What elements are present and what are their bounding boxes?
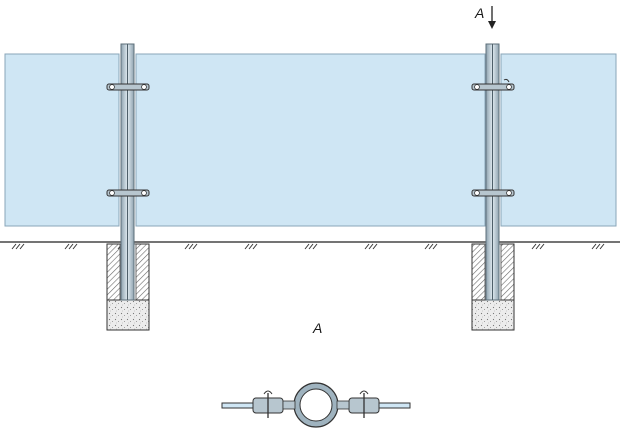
glass-panel-right (500, 53, 617, 227)
ground-hatch-tick (312, 243, 318, 250)
ground-hatch-tick (248, 243, 254, 250)
clamp-left-top (106, 83, 150, 91)
ground-hatch-tick (424, 243, 430, 250)
glass-panel-middle (135, 53, 486, 227)
ground-hatch-marks (11, 243, 605, 250)
ground-hatch-tick (595, 243, 601, 250)
clamp-right-bottom (471, 189, 515, 197)
ground-hatch-tick (15, 243, 21, 250)
ground-hatch-tick (535, 243, 541, 250)
section-detail (221, 382, 411, 428)
ground-hatch-tick (368, 243, 374, 250)
glass-panel-left (4, 53, 120, 227)
ground-hatch-tick (19, 243, 25, 250)
ground-hatch-tick (539, 243, 545, 250)
section-label: A (312, 320, 322, 336)
ground-hatch-tick (244, 243, 250, 250)
ground-hatch-tick (372, 243, 378, 250)
ground-hatch-tick (364, 243, 370, 250)
section-arrow (488, 6, 496, 29)
clamp-left-bottom (106, 189, 150, 197)
ground-hatch-tick (304, 243, 310, 250)
ground-hatch-tick (252, 243, 258, 250)
arrow-label: A (474, 5, 484, 21)
ground-hatch-tick (188, 243, 194, 250)
ground-hatch-tick (192, 243, 198, 250)
ground-hatch-tick (72, 243, 78, 250)
ground-hatch-tick (432, 243, 438, 250)
ground-hatch-tick (184, 243, 190, 250)
ground-hatch-tick (531, 243, 537, 250)
ground-hatch-tick (64, 243, 70, 250)
ground-hatch-tick (428, 243, 434, 250)
ground-hatch-tick (11, 243, 17, 250)
clamp-right-top (471, 78, 515, 91)
ground-hatch-tick (68, 243, 74, 250)
ground-hatch-tick (308, 243, 314, 250)
ground-hatch-tick (599, 243, 605, 250)
post-section-inner (299, 388, 333, 422)
ground-hatch-tick (591, 243, 597, 250)
